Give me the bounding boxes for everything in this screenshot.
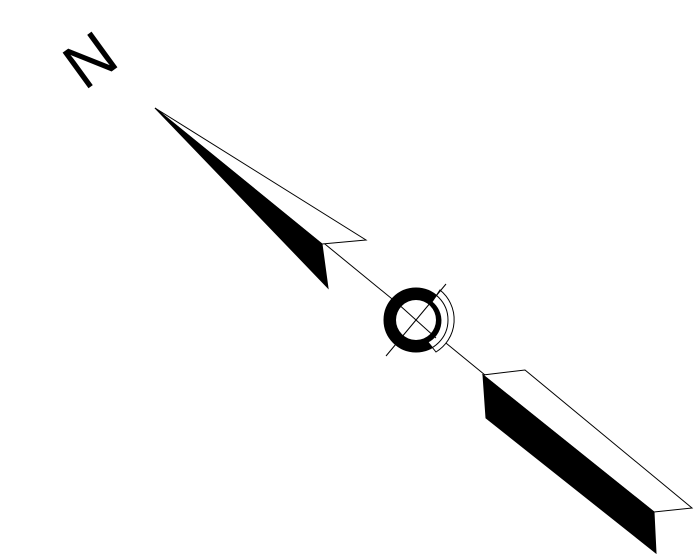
center-ring-outline <box>383 287 449 353</box>
center-ring-light-segment <box>427 289 455 353</box>
north-arrowhead-outline <box>154 107 368 245</box>
center-ring-axis-segment <box>395 301 437 339</box>
south-tail-fill <box>482 373 657 555</box>
north-arrowhead-fill <box>154 107 329 290</box>
center-ring <box>383 283 455 357</box>
north-letter-group: N <box>50 17 130 102</box>
north-label: N <box>50 17 130 102</box>
